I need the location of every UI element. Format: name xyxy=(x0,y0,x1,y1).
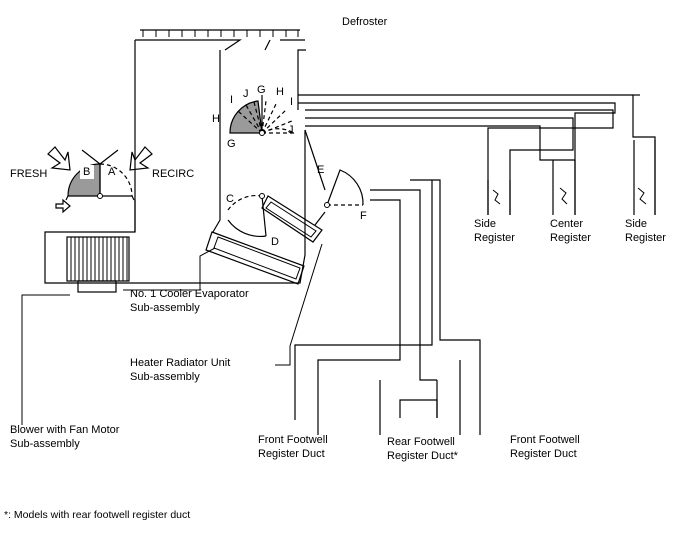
side-register-right-label-1: Side xyxy=(625,218,648,230)
blower-label-2: Sub-assembly xyxy=(10,438,80,450)
damper-letter-j-right: J xyxy=(288,124,294,136)
footnote: *: Models with rear footwell register du… xyxy=(4,509,191,521)
cooler-evaporator xyxy=(205,231,305,285)
damper-letter-f: F xyxy=(360,210,367,222)
damper-letter-a: A xyxy=(108,166,116,178)
front-footwell-right-label-2: Register Duct xyxy=(510,448,577,460)
defroster-label: Defroster xyxy=(342,16,388,28)
rear-footwell-label-1: Rear Footwell xyxy=(387,436,455,448)
damper-letter-h-left: H xyxy=(212,113,220,125)
intake-damper xyxy=(65,149,135,201)
blower-fan xyxy=(66,236,130,293)
damper-letter-b: B xyxy=(83,166,91,178)
front-footwell-right-label-1: Front Footwell xyxy=(510,434,580,446)
fresh-arrow-icon xyxy=(47,146,71,171)
damper-letter-g-bottom: G xyxy=(227,138,236,150)
small-intake-arrow-icon xyxy=(55,198,71,214)
center-register-label-1: Center xyxy=(550,218,584,230)
rear-footwell-label-2: Register Duct* xyxy=(387,450,458,462)
side-register-left-label-1: Side xyxy=(474,218,497,230)
side-register-right-label-2: Register xyxy=(625,232,666,244)
damper-letter-c: C xyxy=(226,193,234,205)
damper-letter-i-left: I xyxy=(230,94,234,106)
damper-letter-h-right: H xyxy=(276,86,284,98)
fresh-label: FRESH xyxy=(10,168,48,180)
center-register-label-2: Register xyxy=(550,232,591,244)
damper-letter-d: D xyxy=(271,236,279,248)
cooler-evaporator-label-2: Sub-assembly xyxy=(130,302,200,314)
recirc-label: RECIRC xyxy=(152,168,195,180)
damper-letter-e: E xyxy=(317,164,325,176)
front-footwell-left-label-1: Front Footwell xyxy=(258,434,328,446)
register-ducts xyxy=(298,94,656,215)
damper-letter-j-left: J xyxy=(243,88,249,100)
damper-letter-g-top: G xyxy=(257,84,266,96)
front-footwell-left-label-2: Register Duct xyxy=(258,448,325,460)
damper-letter-i-right: I xyxy=(290,96,294,108)
footwell-ducts xyxy=(294,179,481,435)
blower-label-1: Blower with Fan Motor xyxy=(10,424,120,436)
air-mix-damper xyxy=(227,193,267,237)
defroster-outlet xyxy=(135,29,305,51)
heater-radiator xyxy=(261,195,323,243)
hvac-case xyxy=(44,40,306,284)
mode-damper-ef xyxy=(304,129,364,226)
heater-radiator-label-1: Heater Radiator Unit xyxy=(130,357,231,369)
side-register-left-label-2: Register xyxy=(474,232,515,244)
leader-lines xyxy=(21,243,323,425)
mode-damper-ghij xyxy=(229,95,295,136)
recirc-arrow-icon xyxy=(129,146,153,171)
cooler-evaporator-label-1: No. 1 Cooler Evaporator xyxy=(130,288,249,300)
heater-radiator-label-2: Sub-assembly xyxy=(130,371,200,383)
